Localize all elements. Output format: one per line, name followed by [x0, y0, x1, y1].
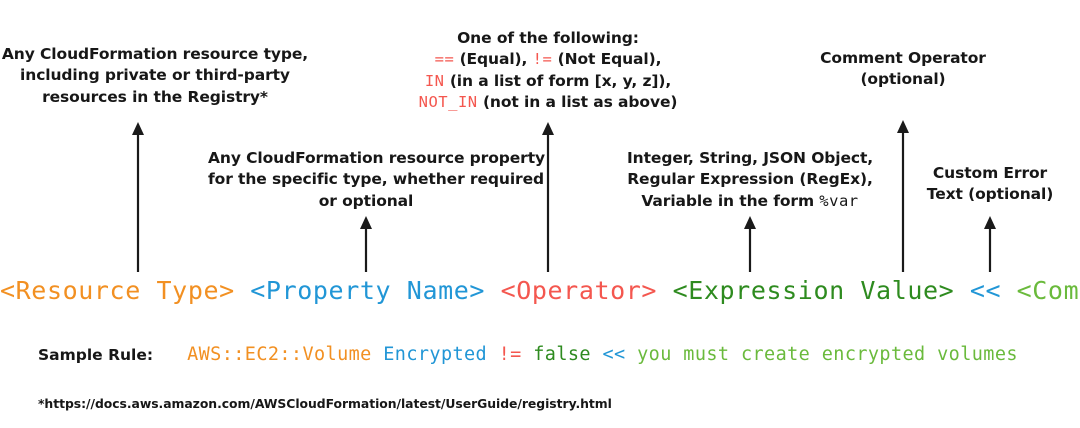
callout-resource-type-line-3: resources in the Registry*	[42, 87, 268, 106]
operator-symbol-not-equal: !=	[532, 50, 553, 69]
arrow-operator	[540, 122, 556, 272]
callout-resource-type-line-1: Any CloudFormation resource type,	[1, 45, 309, 63]
callout-comment-line-2: Text (optional)	[926, 185, 1054, 204]
operator-symbol-equal: ==	[434, 50, 455, 69]
arrow-comment-operator	[895, 120, 911, 272]
sample-rule-code: AWS::EC2::Volume Encrypted != false << y…	[187, 344, 1018, 365]
operator-symbol-not-in: NOT_IN	[418, 93, 478, 112]
callout-comment-operator-line-2: (optional)	[860, 70, 946, 89]
syntax-token-comment: <Comment>	[1016, 276, 1080, 305]
callout-resource-type: Any CloudFormation resource type, includ…	[0, 44, 310, 108]
callout-comment-operator-line-1: Comment Operator	[820, 49, 986, 67]
callout-operator: One of the following: == (Equal), != (No…	[398, 28, 698, 114]
callout-variable-token: %var	[819, 191, 859, 210]
operator-desc-in: (in a list of form [x, y, z]),	[449, 71, 672, 90]
sample-token-comment: you must create encrypted volumes	[637, 344, 1018, 365]
callout-property-name-line-1: Any CloudFormation resource property	[208, 149, 546, 167]
callout-operator-heading: One of the following:	[457, 29, 639, 47]
callout-expression-value-line-3: Variable in the form %var	[627, 191, 873, 212]
callout-operator-row-2: IN (in a list of form [x, y, z]),	[398, 71, 698, 92]
operator-desc-equal: (Equal),	[459, 50, 528, 69]
sample-rule-label: Sample Rule:	[38, 346, 154, 364]
sample-token-expression-value: false	[533, 344, 591, 365]
sample-token-operator: !=	[498, 344, 522, 365]
rule-syntax-line: <Resource Type> <Property Name> <Operator>…	[0, 276, 1080, 305]
syntax-token-resource-type: <Resource Type>	[0, 276, 235, 305]
callout-expression-value-line-1: Integer, String, JSON Object,	[627, 149, 874, 167]
callout-operator-row-1: == (Equal), != (Not Equal),	[398, 49, 698, 70]
callout-expression-value-line-2: Regular Expression (RegEx),	[627, 170, 873, 189]
arrow-resource-type	[130, 122, 146, 272]
arrow-comment	[982, 216, 998, 272]
callout-property-name-line-2: for the specific type, whether required	[208, 170, 544, 189]
arrow-expression-value	[742, 216, 758, 272]
callout-expression-value: Integer, String, JSON Object, Regular Ex…	[627, 148, 873, 212]
sample-rule-row: Sample Rule: AWS::EC2::Volume Encrypted …	[38, 344, 1018, 365]
sample-token-resource-type: AWS::EC2::Volume	[187, 344, 372, 365]
callout-property-name: Any CloudFormation resource property for…	[208, 148, 546, 212]
callout-variable-prefix: Variable in the form	[641, 191, 820, 210]
callout-comment: Custom Error Text (optional)	[900, 163, 1080, 206]
syntax-token-property-name: <Property Name>	[250, 276, 486, 305]
sample-token-comment-operator: <<	[602, 344, 626, 365]
operator-desc-not-in: (not in a list as above)	[482, 93, 678, 112]
callout-resource-type-line-2: including private or third-party	[20, 66, 290, 85]
operator-desc-not-equal: (Not Equal),	[557, 50, 662, 69]
arrow-property-name	[358, 216, 374, 272]
syntax-token-comment-operator: <<	[969, 276, 1002, 305]
syntax-token-operator: <Operator>	[500, 276, 658, 305]
sample-token-property-name: Encrypted	[383, 344, 488, 365]
callout-property-name-line-3: or optional	[318, 191, 414, 210]
syntax-token-expression-value: <Expression Value>	[672, 276, 955, 305]
operator-symbol-in: IN	[424, 71, 445, 90]
registry-footnote: *https://docs.aws.amazon.com/AWSCloudFor…	[38, 396, 612, 411]
callout-comment-operator: Comment Operator (optional)	[803, 48, 1003, 91]
callout-operator-row-3: NOT_IN (not in a list as above)	[398, 92, 698, 113]
callout-comment-line-1: Custom Error	[932, 164, 1048, 182]
